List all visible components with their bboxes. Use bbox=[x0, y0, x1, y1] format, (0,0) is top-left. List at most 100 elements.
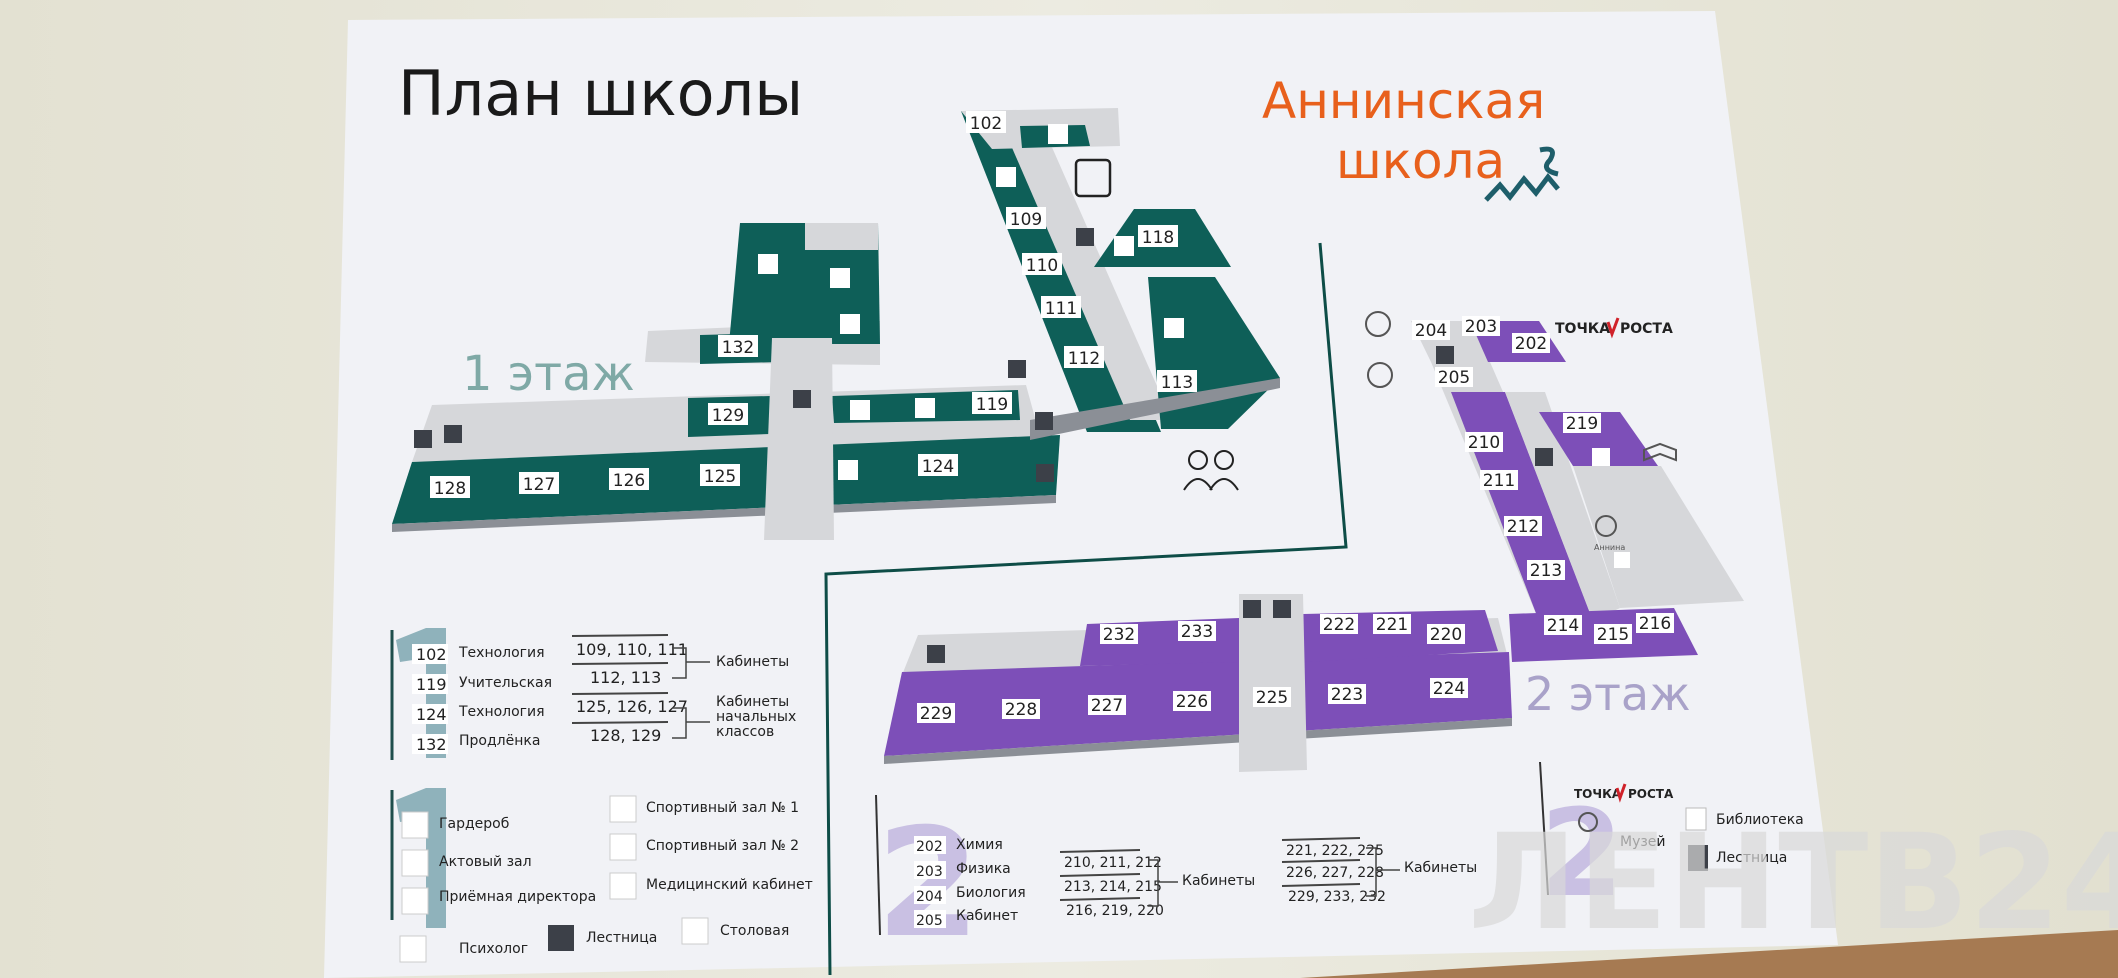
label-text: 112, 113 bbox=[590, 668, 661, 687]
label-text: 213 bbox=[1530, 561, 1562, 581]
school-name-line2: школа bbox=[1336, 132, 1505, 190]
room-label: 227 bbox=[1088, 695, 1126, 716]
label-text: классов bbox=[716, 724, 774, 740]
label-text: 216, 219, 220 bbox=[1066, 903, 1164, 919]
label-text: Гардероб bbox=[439, 816, 509, 832]
label-text: 127 bbox=[523, 475, 555, 495]
label-text: 128, 129 bbox=[590, 726, 661, 745]
chemistry-icon bbox=[1365, 311, 1391, 337]
floor1-label: 1 этаж bbox=[462, 346, 635, 402]
trophy-icon bbox=[609, 833, 637, 861]
label-text: Кабинет bbox=[956, 908, 1018, 924]
room-label: 113 bbox=[1157, 370, 1197, 393]
room-label: 214 bbox=[1544, 615, 1582, 636]
trophy-icon bbox=[609, 795, 637, 823]
label-text: Химия bbox=[956, 837, 1003, 853]
legend-icon-row: Спортивный зал № 1 bbox=[609, 795, 799, 823]
room-label: 210 bbox=[1465, 432, 1503, 453]
fork-knife-icon bbox=[1048, 124, 1068, 144]
label-text: Продлёнка bbox=[459, 733, 540, 749]
school-name-line1: Аннинская bbox=[1262, 72, 1545, 130]
floor2-map-icons bbox=[927, 311, 1677, 663]
label-text: 216 bbox=[1639, 614, 1671, 634]
label-text: начальных bbox=[716, 709, 796, 725]
legend-icon-row: Гардероб bbox=[401, 811, 509, 839]
briefcase-icon bbox=[996, 167, 1016, 187]
label-text: Библиотека bbox=[1716, 812, 1804, 828]
stairs-icon bbox=[1273, 600, 1291, 618]
label-text: 214 bbox=[1547, 616, 1579, 636]
stairs-icon bbox=[1243, 600, 1261, 618]
label-text: 221, 222, 225 bbox=[1286, 843, 1384, 859]
legend-icon-row: Спортивный зал № 2 bbox=[609, 833, 799, 861]
legend-room-row: 205 Кабинет bbox=[914, 908, 1018, 929]
room-label: 219 bbox=[1563, 413, 1601, 434]
room-label: 224 bbox=[1430, 678, 1468, 699]
label-text: 125 bbox=[704, 467, 736, 487]
room-label: 132 bbox=[718, 335, 758, 358]
label-text: 212 bbox=[1507, 517, 1539, 537]
floor2-big-numeral: 2 bbox=[876, 797, 980, 971]
fork-knife-icon bbox=[681, 917, 709, 945]
label-text: 215 bbox=[1597, 625, 1629, 645]
room-label: 222 bbox=[1320, 614, 1358, 635]
room-label: 109 bbox=[1006, 207, 1046, 230]
room-label: 112 bbox=[1064, 346, 1104, 369]
museum-icon bbox=[1614, 552, 1630, 568]
library-icon bbox=[1685, 807, 1707, 831]
floor2-label: 2 этаж bbox=[1525, 667, 1691, 721]
room-label: 226 bbox=[1173, 691, 1211, 712]
book-icon bbox=[1643, 442, 1677, 462]
room-label: 127 bbox=[519, 472, 559, 495]
hanger-icon bbox=[401, 811, 429, 839]
label-text: 225 bbox=[1256, 688, 1288, 708]
poster-board bbox=[324, 11, 1838, 978]
room-label: 128 bbox=[430, 476, 470, 499]
label-text: 226 bbox=[1176, 692, 1208, 712]
library-icon bbox=[1592, 448, 1610, 466]
label-text: 205 bbox=[1438, 368, 1470, 388]
room-label: 118 bbox=[1138, 225, 1178, 248]
label-text: 125, 126, 127 bbox=[576, 697, 688, 716]
label-text: 203 bbox=[1465, 317, 1497, 337]
room-label: 225 bbox=[1253, 687, 1291, 708]
room-label: 119 bbox=[972, 392, 1012, 415]
stairs-icon bbox=[444, 425, 462, 443]
medical-cross-icon bbox=[915, 398, 935, 418]
label-text: 205 bbox=[916, 913, 943, 929]
hanger-icon bbox=[840, 314, 860, 334]
label-text: 204 bbox=[916, 889, 943, 905]
room-label: 233 bbox=[1178, 621, 1216, 642]
label-text: 210, 211, 212 bbox=[1064, 855, 1162, 871]
label-text: 102 bbox=[416, 645, 447, 664]
label-text: Учительская bbox=[459, 675, 552, 691]
label-text: 221 bbox=[1376, 615, 1408, 635]
label-text: 113 bbox=[1161, 373, 1193, 393]
legend-room-row: 132 Продлёнка bbox=[412, 733, 540, 754]
tochka-rosta-legend: 2 ТОЧКА РОСТА Музей Библиотека Лестница bbox=[1539, 761, 1804, 924]
students-icon bbox=[1183, 450, 1239, 491]
stairs-icon bbox=[1535, 448, 1553, 466]
stairs-icon bbox=[1036, 464, 1054, 482]
label-text: ТОЧКА bbox=[1574, 787, 1622, 801]
legend-icon-row: Приёмная директора bbox=[401, 887, 596, 915]
label-text: Спортивный зал № 1 bbox=[646, 800, 799, 816]
legend-icon-row: Актовый зал bbox=[401, 849, 532, 877]
watermark: ЛЕНТВ24 bbox=[1468, 806, 2118, 960]
room-label: 124 bbox=[918, 454, 958, 477]
bus-icon bbox=[1074, 158, 1112, 198]
room-label: 110 bbox=[1022, 253, 1062, 276]
label-text: 132 bbox=[416, 735, 447, 754]
room-label: 212 bbox=[1504, 516, 1542, 537]
label-text: Приёмная директора bbox=[439, 889, 596, 905]
label-text: 229, 233, 232 bbox=[1288, 889, 1386, 905]
label-text: 204 bbox=[1415, 321, 1447, 341]
label-text: Биология bbox=[956, 885, 1026, 901]
label-text: 119 bbox=[416, 675, 447, 694]
